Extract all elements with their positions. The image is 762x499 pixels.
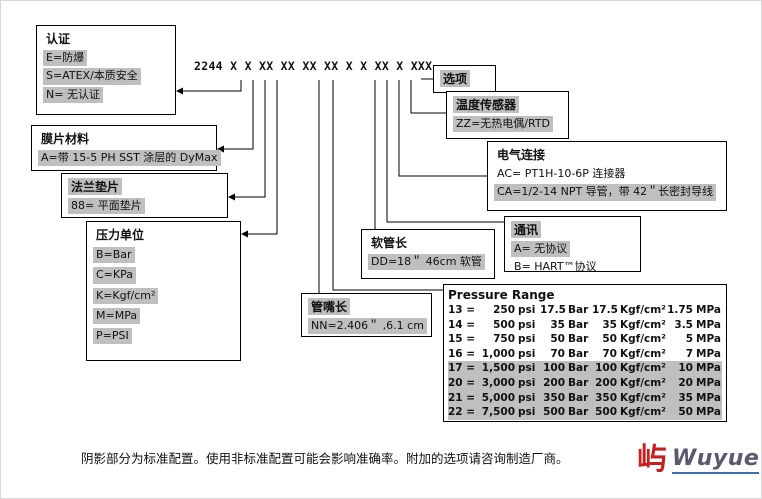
pressure-unit-title: 压力单位 — [96, 228, 145, 242]
option-item: E=防爆 — [43, 50, 88, 67]
option-item: B=Bar — [93, 247, 135, 264]
arrow-diaphragm — [217, 145, 224, 153]
connector-pressure-range — [332, 80, 443, 291]
option-item: A= 无协议 — [511, 241, 571, 258]
option-item: S=ATEX/本质安全 — [43, 68, 141, 85]
options-box: 选项 — [433, 65, 496, 93]
connector-diaphragm — [224, 80, 254, 150]
option-item: P=PSI — [93, 328, 132, 345]
electrical-connection-options: AC= PT1H-10-6P 连接器 CA=1/2-14 NPT 导管，带 42＂… — [494, 166, 720, 201]
wuyue-logo-text: Wuyue — [672, 446, 760, 474]
footnote: 阴影部分为标准配置。使用非标准配置可能会影响准确率。附加的选项请咨询制造厂商。 — [81, 451, 569, 466]
flange-gasket-box: 法兰垫片 88= 平面垫片 — [61, 173, 228, 218]
electrical-connection-title: 电气连接 — [497, 148, 546, 162]
option-item: B= HART™协议 — [514, 260, 597, 274]
electrical-connection-box: 电气连接 AC= PT1H-10-6P 连接器 CA=1/2-14 NPT 导管，… — [487, 141, 727, 211]
diaphragm-material-box: 膜片材料 A=带 15-5 PH SST 涂层的 DyMax — [31, 125, 221, 171]
option-item: A=带 15-5 PH SST 涂层的 DyMax — [38, 150, 221, 167]
diaphragm-material-title: 膜片材料 — [41, 132, 90, 146]
arrow-pressure-unit — [241, 230, 248, 238]
flange-gasket-options: 88= 平面垫片 — [68, 198, 221, 215]
flange-gasket-title: 法兰垫片 — [68, 178, 123, 195]
hose-length-title: 软管长 — [371, 236, 408, 250]
nozzle-length-options: NN=2.406＂ ,6.1 cm — [308, 318, 427, 335]
hose-length-box: 软管长 DD=18＂ 46cm 软管 — [361, 229, 495, 279]
arrow-certification — [176, 87, 183, 95]
communication-box: 通讯 A= 无协议 B= HART™协议 — [504, 216, 641, 273]
options-title: 选项 — [440, 70, 471, 87]
option-item: 88= 平面垫片 — [68, 198, 145, 215]
connector-temperature-sensor — [410, 80, 446, 114]
option-item: M=MPa — [93, 307, 141, 325]
option-item: AC= PT1H-10-6P 连接器 — [497, 167, 626, 180]
pressure-range-title: Pressure Range — [448, 288, 555, 302]
connector-certification — [183, 80, 242, 92]
communication-options: A= 无协议 B= HART™协议 — [511, 241, 634, 276]
option-item: N= 无认证 — [43, 86, 103, 103]
option-item: ZZ=无热电偶/RTD — [453, 116, 554, 133]
wuyue-logo-icon: 屿 — [637, 442, 667, 477]
connector-electrical — [398, 80, 487, 177]
hose-length-options: DD=18＂ 46cm 软管 — [368, 254, 488, 271]
wuyue-logo: 屿 Wuyue — [637, 442, 760, 477]
connector-pressure-unit — [248, 80, 278, 235]
certification-title: 认证 — [46, 32, 71, 46]
option-item: DD=18＂ 46cm 软管 — [368, 254, 485, 271]
option-item: K=Kgf/cm² — [93, 287, 159, 304]
temperature-sensor-box: 温度传感器 ZZ=无热电偶/RTD — [446, 91, 569, 139]
connector-gasket — [235, 80, 266, 198]
option-item: NN=2.406＂ ,6.1 cm — [308, 318, 427, 335]
temperature-sensor-title: 温度传感器 — [453, 96, 520, 113]
arrow-gasket — [228, 193, 235, 201]
option-item: CA=1/2-14 NPT 导管，带 42＂长密封导线 — [494, 184, 717, 201]
option-item: C=KPa — [93, 267, 136, 284]
model-code: 2244 X X XX XX XX XX X X XX X XXX — [194, 59, 433, 73]
nozzle-length-title: 管嘴长 — [308, 298, 351, 315]
nozzle-length-box: 管嘴长 NN=2.406＂ ,6.1 cm — [301, 293, 432, 337]
temperature-sensor-options: ZZ=无热电偶/RTD — [453, 116, 562, 133]
diaphragm-material-options: A=带 15-5 PH SST 涂层的 DyMax — [38, 150, 221, 167]
connector-communication — [386, 80, 504, 223]
communication-title: 通讯 — [511, 221, 542, 238]
